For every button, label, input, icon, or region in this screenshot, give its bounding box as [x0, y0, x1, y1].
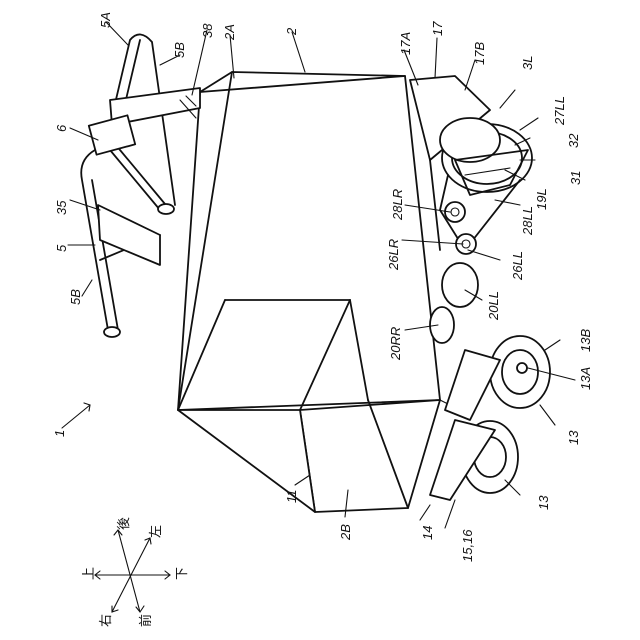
- label-2: 2: [284, 27, 299, 36]
- label-5B-bottom: 5B: [68, 289, 83, 305]
- label-20RR: 20RR: [388, 327, 403, 361]
- label-35: 35: [54, 200, 69, 215]
- label-15-16: 15,16: [460, 529, 475, 562]
- direction-indicator: [95, 530, 170, 612]
- label-1: 1: [52, 430, 67, 437]
- label-26LR: 26LR: [386, 239, 401, 271]
- label-13-lower: 13: [536, 495, 551, 510]
- label-17A: 17A: [398, 32, 413, 55]
- label-13-upper: 13: [566, 430, 581, 445]
- label-2B: 2B: [338, 524, 353, 541]
- label-2A: 2A: [222, 24, 237, 41]
- label-6: 6: [54, 124, 69, 132]
- label-31: 31: [568, 171, 583, 185]
- label-5: 5: [54, 244, 69, 252]
- label-14: 14: [420, 526, 435, 540]
- direction-front: 前: [138, 614, 154, 627]
- direction-rear: 後: [117, 517, 132, 530]
- handle-frame: [81, 34, 200, 337]
- label-27LL: 27LL: [552, 96, 567, 126]
- vehicle-body: [178, 72, 450, 512]
- label-3L: 3L: [520, 56, 535, 70]
- direction-right: 右: [99, 614, 114, 627]
- label-32: 32: [566, 133, 581, 148]
- rear-wheels: [430, 263, 478, 343]
- label-28LR: 28LR: [390, 189, 405, 221]
- direction-up: 上: [82, 567, 97, 580]
- front-casters: [430, 336, 550, 500]
- cover-17: [410, 76, 490, 250]
- direction-down: 下: [175, 567, 190, 580]
- label-5B-top: 5B: [172, 42, 187, 58]
- label-19L: 19L: [534, 188, 549, 210]
- label-13A: 13A: [578, 367, 593, 390]
- label-5A: 5A: [98, 12, 113, 28]
- label-26LL: 26LL: [510, 251, 525, 281]
- label-17: 17: [430, 21, 445, 36]
- label-17B: 17B: [472, 42, 487, 65]
- label-20LL: 20LL: [486, 291, 501, 321]
- direction-left: 左: [149, 525, 164, 538]
- label-11: 11: [284, 490, 299, 504]
- label-13B: 13B: [578, 329, 593, 352]
- label-38: 38: [200, 23, 215, 38]
- label-28LL: 28LL: [520, 206, 535, 236]
- belt-drive: [440, 175, 520, 254]
